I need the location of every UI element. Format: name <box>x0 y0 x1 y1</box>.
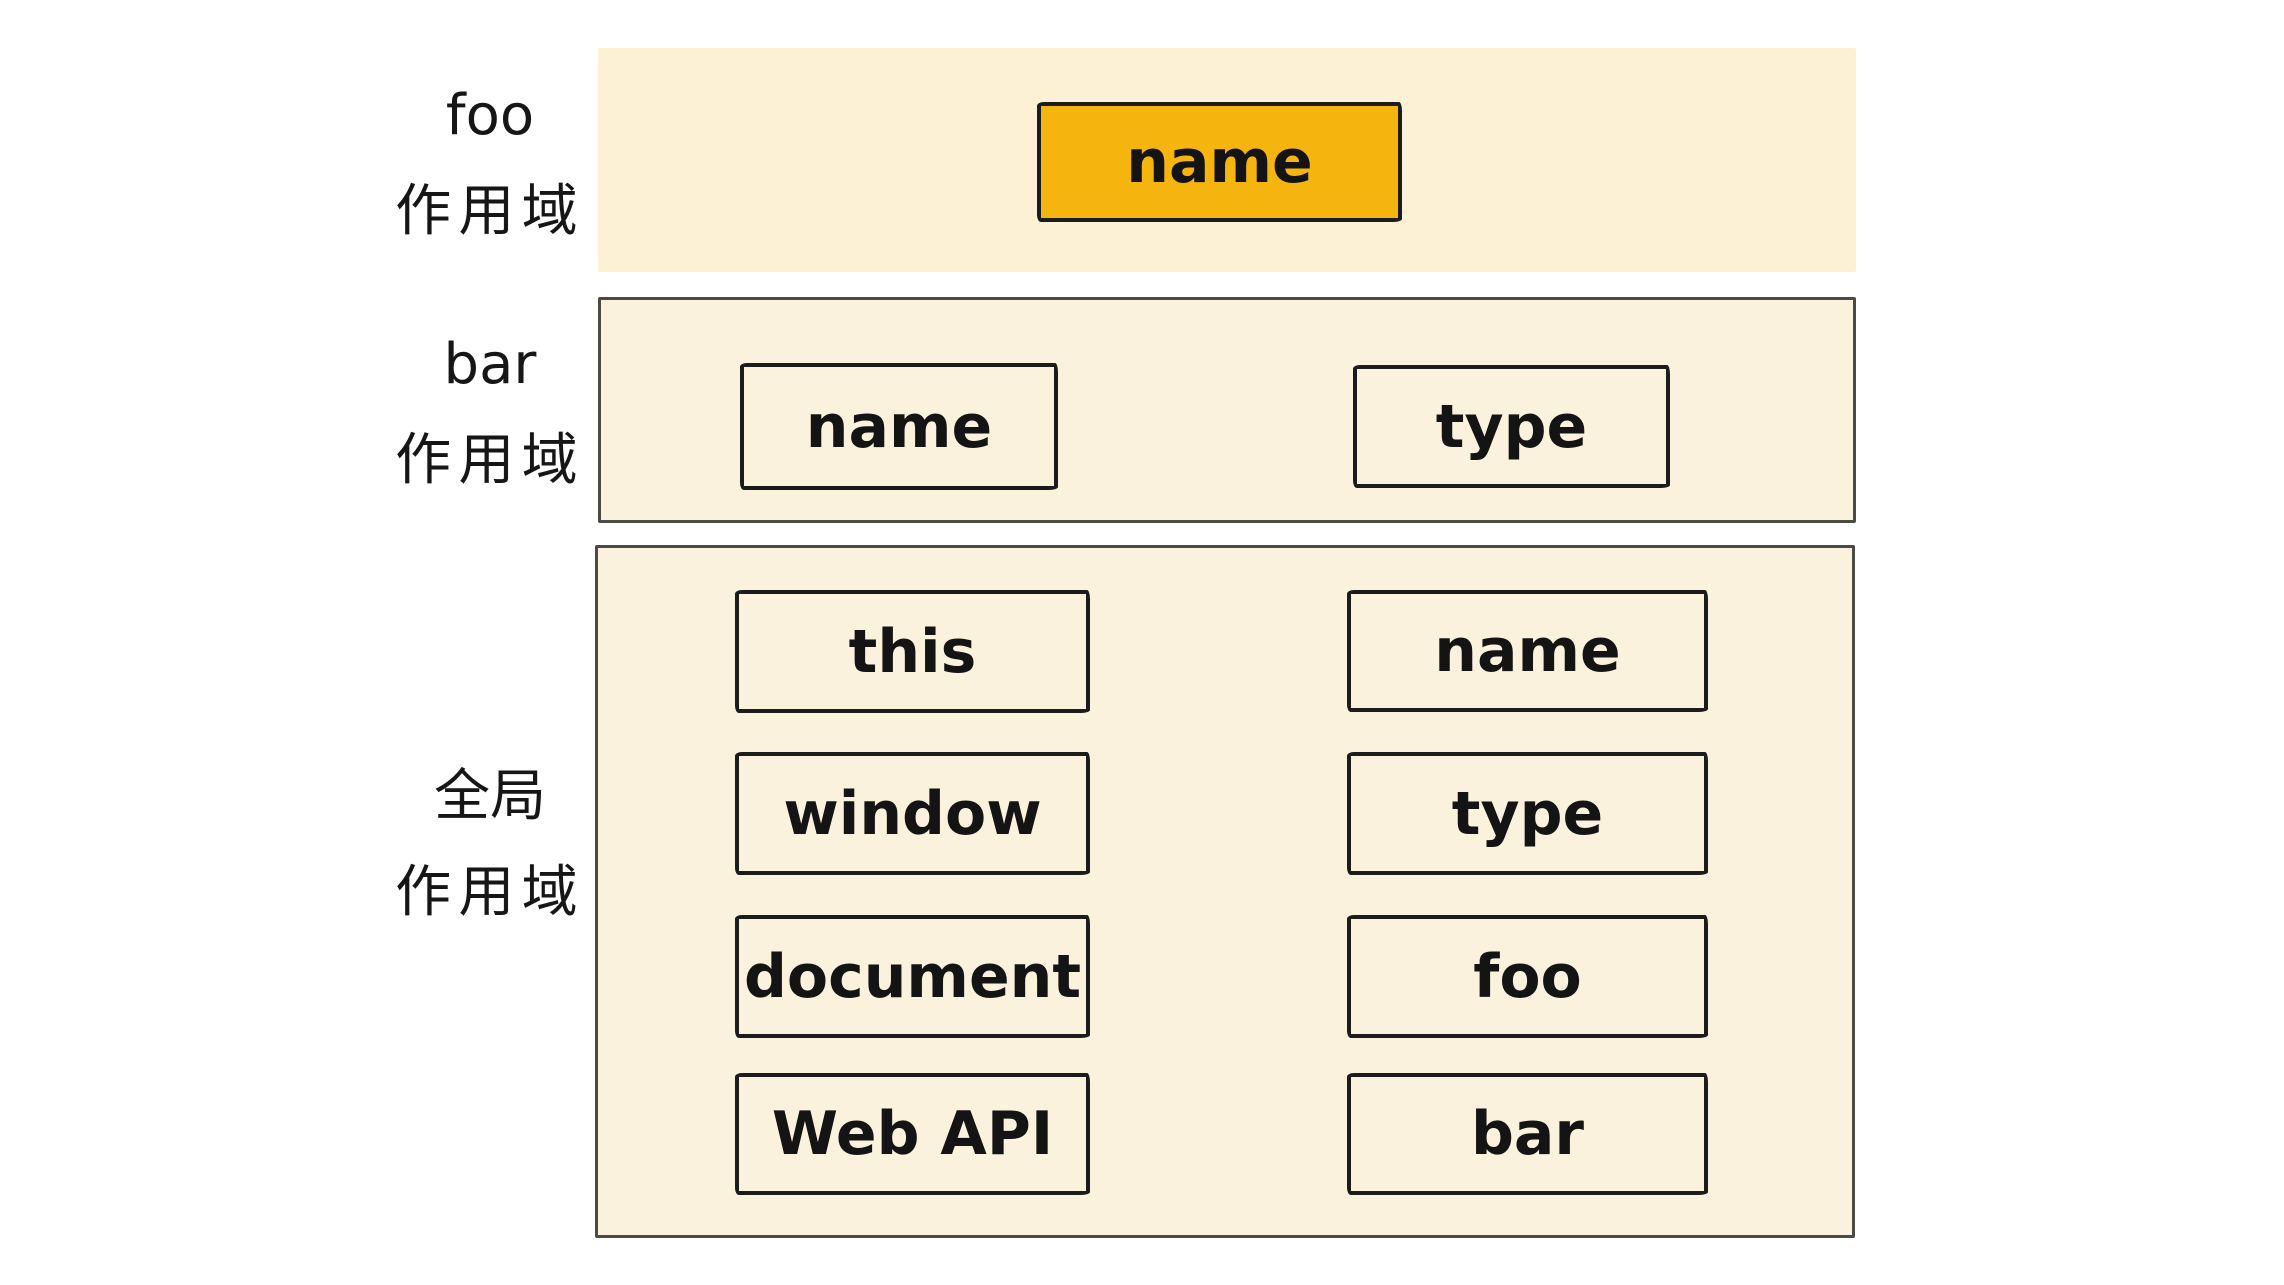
variable-box-global-window: window <box>735 752 1090 875</box>
bar-scope-label: bar 作用域 <box>270 317 710 509</box>
foo-scope-label-name: foo <box>445 83 535 148</box>
bar-scope-panel: name type <box>598 297 1856 523</box>
bar-scope-label-cjk: 作用域 <box>395 428 585 493</box>
global-scope-label-cjk: 作用域 <box>395 860 585 925</box>
foo-scope-label-cjk: 作用域 <box>395 179 585 244</box>
variable-box-bar-type: type <box>1353 365 1670 488</box>
foo-scope-panel: name <box>598 48 1856 272</box>
variable-box-global-bar: bar <box>1347 1073 1708 1195</box>
variable-box-foo-name-highlighted: name <box>1037 102 1402 222</box>
bar-scope-label-name: bar <box>443 332 537 397</box>
variable-box-global-foo: foo <box>1347 915 1708 1038</box>
variable-box-global-document: document <box>735 915 1090 1038</box>
global-scope-label-name: 全局 <box>434 764 546 829</box>
variable-box-global-type: type <box>1347 752 1708 875</box>
global-scope-panel: this window document Web API name type f… <box>595 545 1855 1238</box>
variable-box-global-name: name <box>1347 590 1708 712</box>
foo-scope-label: foo 作用域 <box>270 68 710 260</box>
global-scope-label: 全局 作用域 <box>270 749 710 941</box>
variable-box-global-this: this <box>735 590 1090 713</box>
variable-box-bar-name: name <box>740 363 1058 490</box>
variable-box-global-web-api: Web API <box>735 1073 1090 1195</box>
